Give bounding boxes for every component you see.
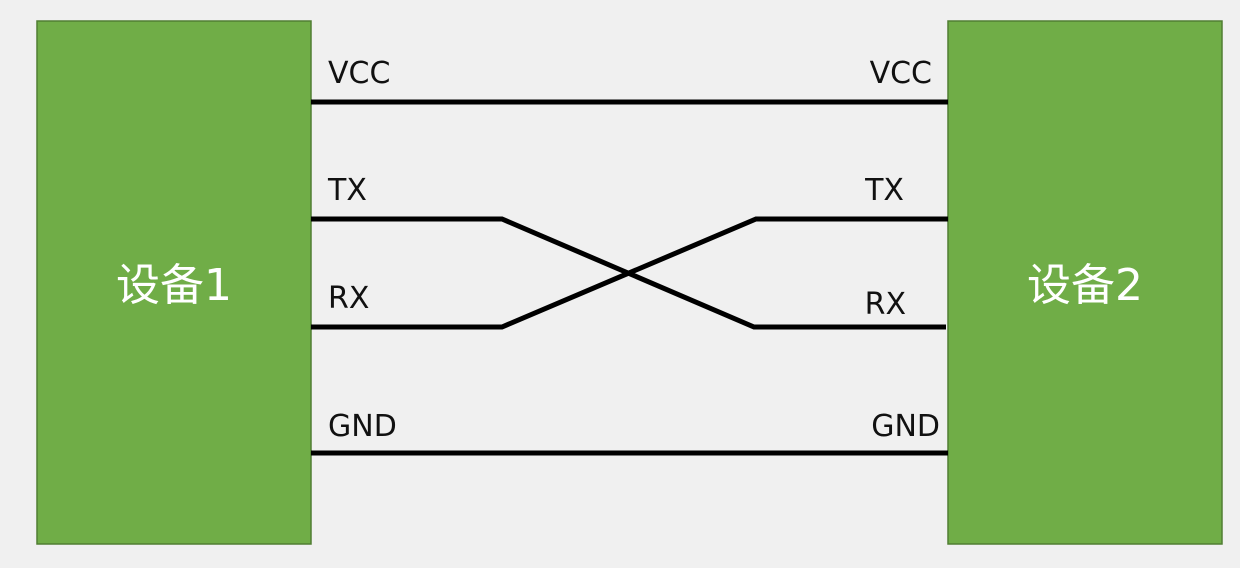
device-1-label: 设备1 [116, 260, 232, 311]
device-1-rx-label: RX [328, 281, 369, 316]
rx-to-tx-wire [311, 216, 948, 330]
device-2-gnd-label: GND [871, 409, 940, 444]
device-1-vcc-label: VCC [328, 56, 390, 91]
device-2-label: 设备2 [1027, 260, 1143, 311]
device-2-rx-label: RX [865, 287, 906, 322]
device-1-gnd-label: GND [328, 409, 397, 444]
device-2-tx-label: TX [864, 173, 904, 208]
device-1-box [36, 20, 312, 545]
device-1-tx-label: TX [327, 173, 367, 208]
device-2-box [947, 20, 1223, 545]
device-2-vcc-label: VCC [870, 56, 932, 91]
